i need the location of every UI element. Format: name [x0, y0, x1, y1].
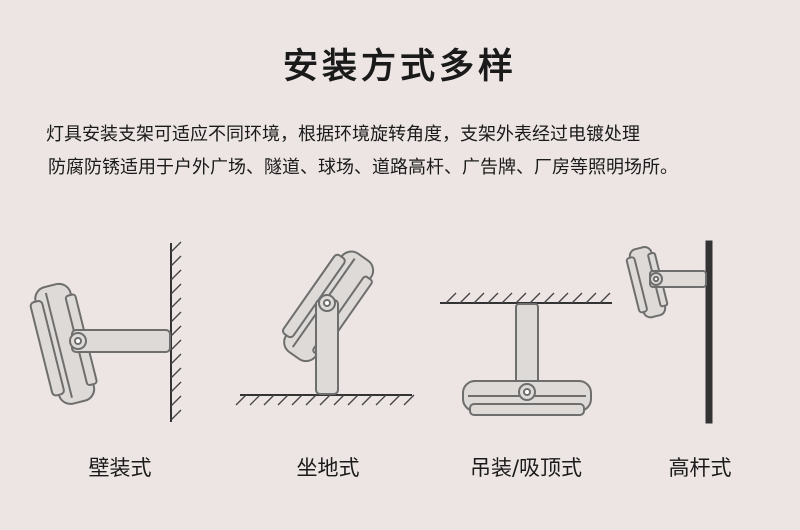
floor-mount-light-icon	[235, 250, 415, 406]
caption-floor-mount: 坐地式	[296, 456, 360, 480]
description-line-1: 灯具安装支架可适应不同环境，根据环境旋转角度，支架外表经过电镀处理	[46, 124, 640, 145]
page-title: 安装方式多样	[282, 47, 517, 87]
caption-wall-mount: 壁装式	[88, 456, 152, 480]
caption-ceiling-mount: 吊装/吸顶式	[469, 456, 583, 480]
pole-mount-light-icon	[625, 240, 713, 424]
wall-mount-light-icon	[29, 241, 182, 422]
description: 灯具安装支架可适应不同环境，根据环境旋转角度，支架外表经过电镀处理 防腐防锈适用…	[46, 118, 766, 184]
description-line-2: 防腐防锈适用于户外广场、隧道、球场、道路高杆、广告牌、厂房等照明场所。	[48, 157, 678, 178]
ceiling-mount-light-icon	[440, 292, 612, 416]
caption-pole-mount: 高杆式	[668, 456, 732, 480]
